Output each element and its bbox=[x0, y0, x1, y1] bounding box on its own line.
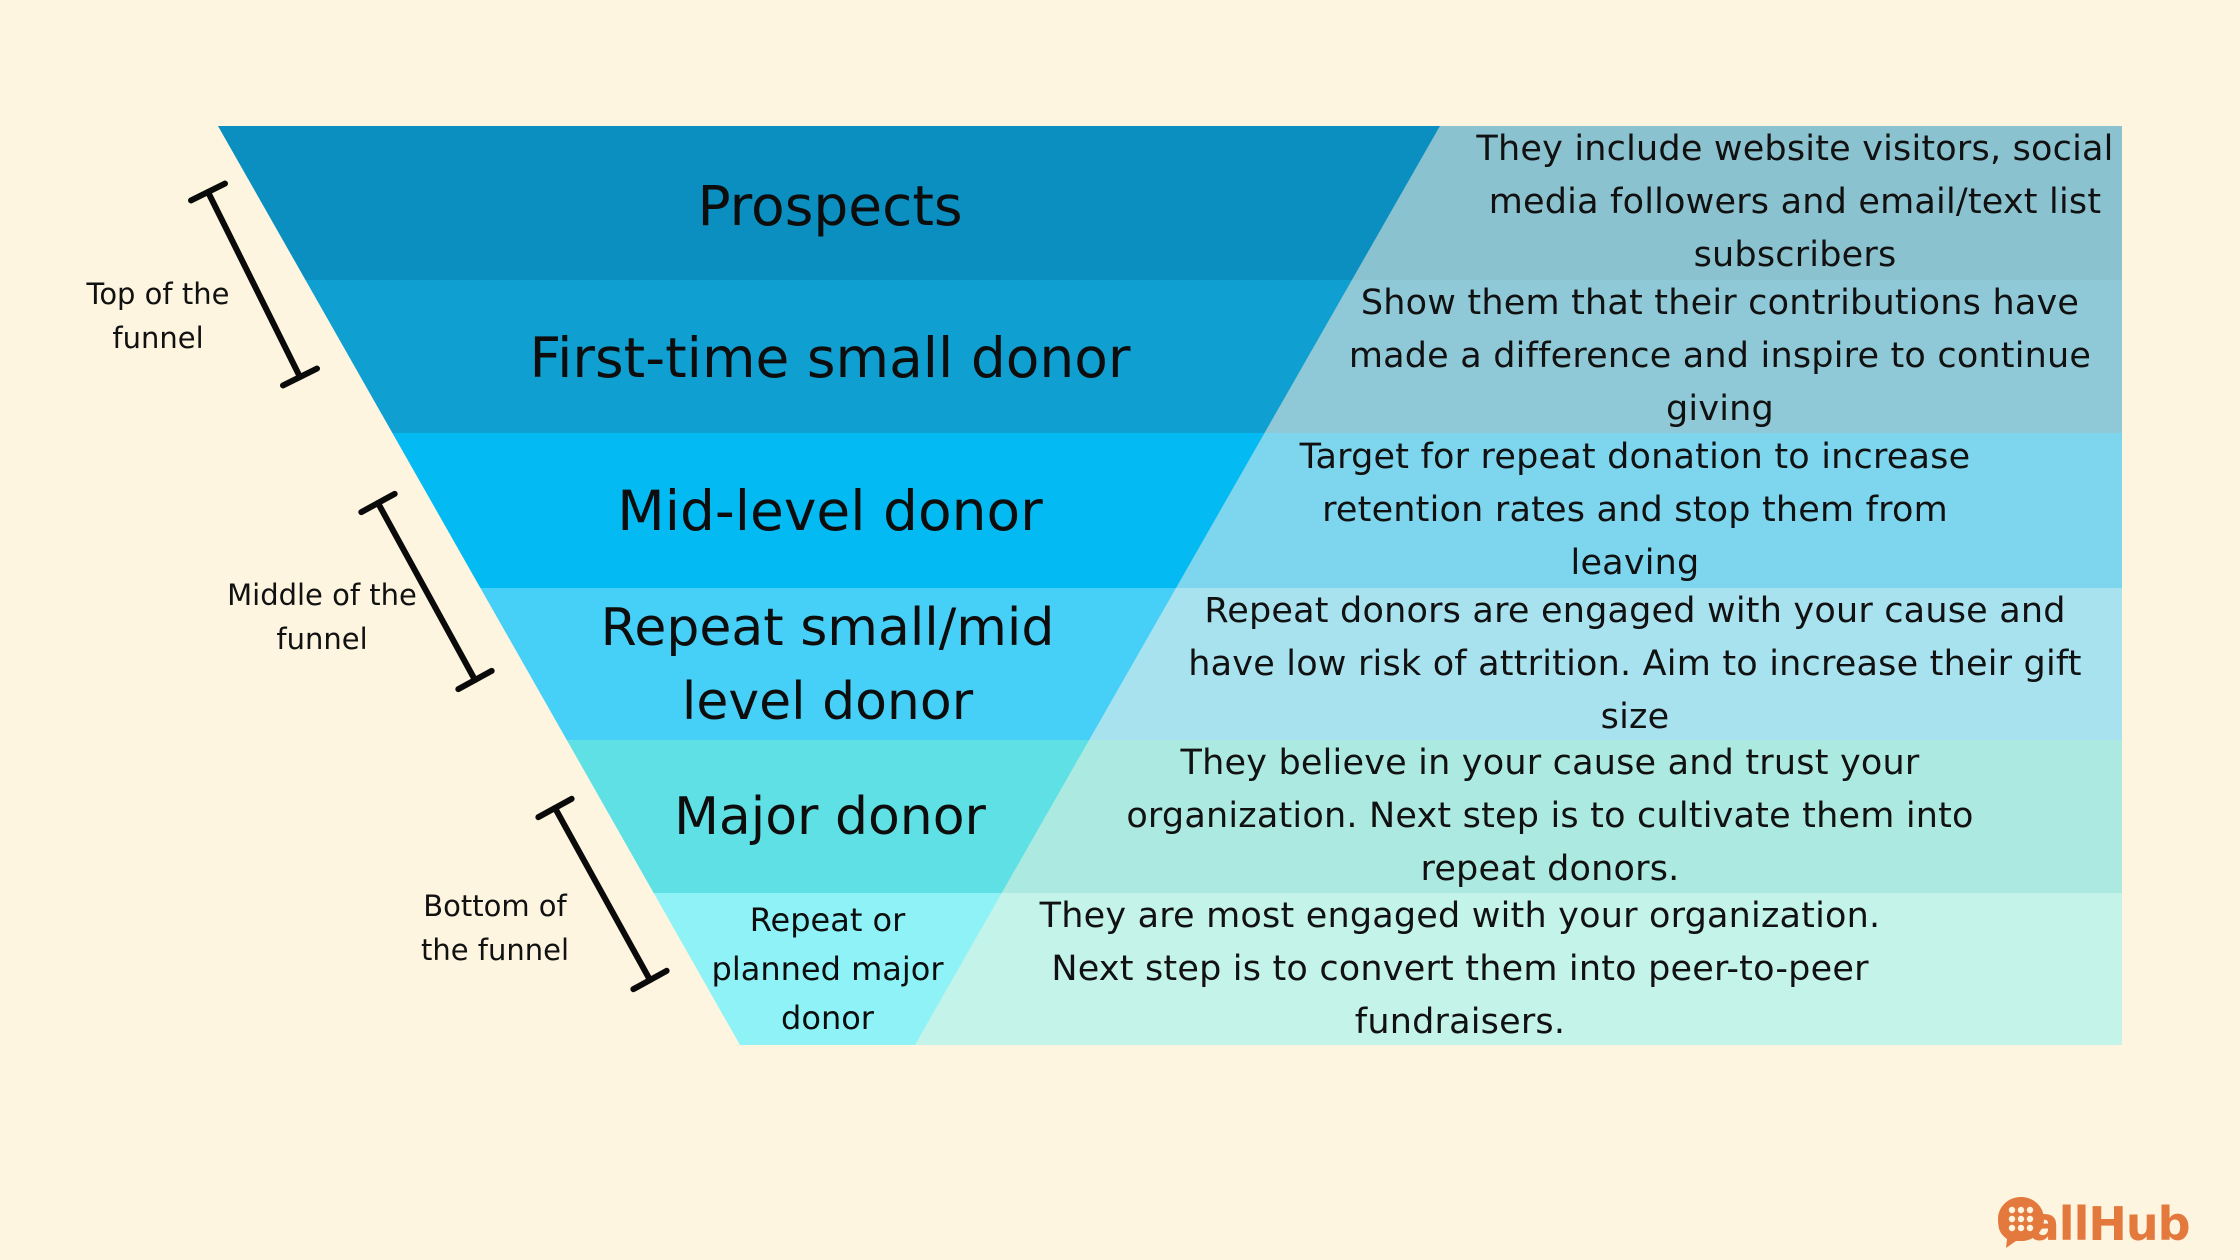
stage-bracket-1 bbox=[358, 490, 495, 693]
callhub-chat-icon bbox=[1998, 1197, 2044, 1248]
band-description-prospects: They include website visitors, social me… bbox=[1476, 129, 2114, 275]
funnel-segment-5 bbox=[653, 893, 1002, 1045]
band-label-major-donor: Major donor bbox=[674, 786, 986, 847]
band-description-repeat-small-mid-level-donor: Repeat donors are engaged with your caus… bbox=[1188, 590, 2082, 737]
band-label-first-time-small-donor: First-time small donor bbox=[529, 325, 1131, 390]
funnel-segment-2 bbox=[392, 433, 1265, 588]
band-label-repeat-small-mid-level-donor: Repeat small/mid level donor bbox=[600, 598, 1055, 732]
funnel-segment-4 bbox=[566, 740, 1090, 893]
stage-label-middle: Middle of the funnel bbox=[227, 578, 417, 656]
description-panel-3 bbox=[1089, 588, 2122, 740]
band-description-mid-level-donor: Target for repeat donation to increase r… bbox=[1299, 437, 1971, 583]
band-description-first-time-small-donor: Show them that their contributions have … bbox=[1348, 283, 2092, 429]
band-label-repeat-or-planned-major-donor: Repeat or planned major donor bbox=[711, 900, 944, 1037]
description-panel-2 bbox=[1176, 433, 2122, 588]
funnel-segment-3 bbox=[480, 588, 1177, 740]
stage-bracket-0 bbox=[187, 180, 321, 389]
funnel-segment-1 bbox=[305, 280, 1352, 433]
description-panel-5 bbox=[915, 893, 2122, 1045]
description-panel-4 bbox=[1001, 740, 2122, 893]
description-panel-0 bbox=[1352, 126, 2122, 280]
funnel-segment-0 bbox=[218, 126, 1440, 280]
stage-bracket-2 bbox=[535, 795, 670, 993]
description-panel-1 bbox=[1264, 280, 2122, 433]
stage-label-bottom: Bottom of the funnel bbox=[420, 889, 570, 967]
band-description-major-donor: They believe in your cause and trust you… bbox=[1126, 743, 1974, 889]
callhub-logo: CallHub bbox=[1996, 1195, 2226, 1253]
band-description-repeat-or-planned-major-donor: They are most engaged with your organiza… bbox=[1039, 895, 1881, 1042]
stage-label-top: Top of the funnel bbox=[86, 277, 230, 355]
band-label-mid-level-donor: Mid-level donor bbox=[617, 478, 1043, 543]
band-label-prospects: Prospects bbox=[697, 174, 963, 238]
